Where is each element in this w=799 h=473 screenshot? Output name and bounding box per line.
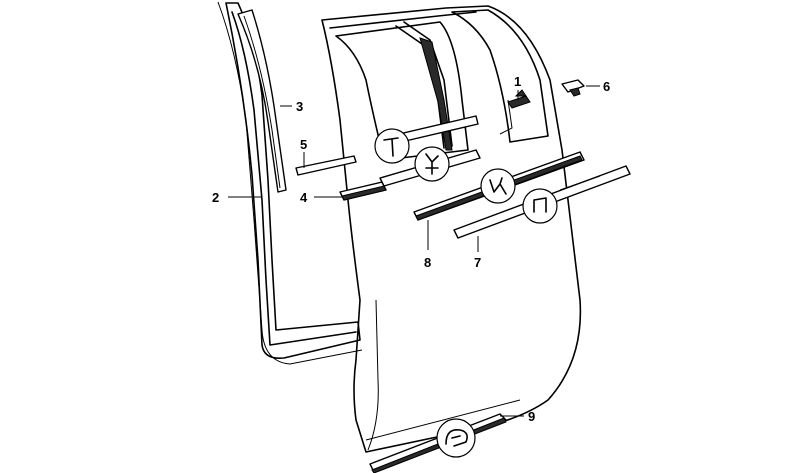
outer-window-strip bbox=[339, 181, 387, 201]
callout-2: 2 bbox=[212, 190, 219, 205]
door-panel bbox=[321, 5, 582, 453]
callout-1: 1 bbox=[514, 74, 521, 89]
callout-8: 8 bbox=[424, 255, 431, 270]
section-detail-1 bbox=[374, 128, 410, 164]
callout-9: 9 bbox=[528, 409, 535, 424]
fastener-clip bbox=[561, 79, 585, 97]
door-seal-gasket bbox=[217, 1, 363, 365]
callout-5: 5 bbox=[300, 137, 307, 152]
callout-4: 4 bbox=[300, 190, 308, 205]
section-detail-3 bbox=[480, 168, 516, 204]
window-channel-strip bbox=[237, 9, 287, 193]
callout-6: 6 bbox=[603, 79, 610, 94]
inner-window-strip bbox=[295, 155, 357, 176]
callout-3: 3 bbox=[296, 99, 303, 114]
section-detail-4 bbox=[522, 188, 558, 224]
callout-7: 7 bbox=[474, 255, 481, 270]
section-detail-5 bbox=[436, 418, 476, 458]
section-detail-2 bbox=[414, 146, 450, 182]
leader-lines bbox=[228, 85, 600, 417]
trim-clip bbox=[507, 89, 531, 109]
